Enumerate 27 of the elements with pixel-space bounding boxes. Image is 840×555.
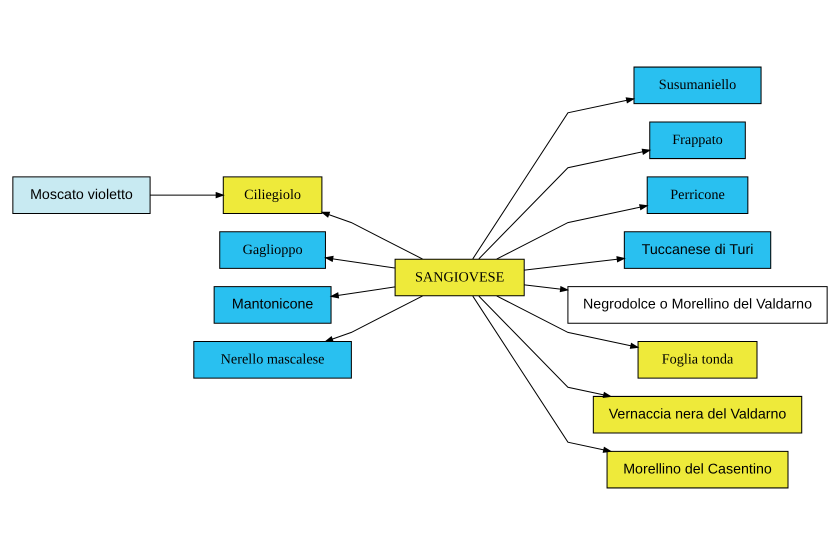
node-box: Foglia tonda xyxy=(638,341,758,379)
node-box: Moscato violetto xyxy=(12,176,151,214)
node-box: Mantonicone xyxy=(214,286,332,324)
arrow xyxy=(150,192,225,198)
arrow xyxy=(496,295,640,349)
arrow xyxy=(524,284,570,292)
node-box: Negrodolce o Morellino del Valdarno xyxy=(567,286,828,324)
arrow xyxy=(524,256,626,271)
node-box: Nerello mascalese xyxy=(193,341,352,379)
node-box: Frappato xyxy=(649,121,746,160)
node-box: Vernaccia nera del Valdarno xyxy=(592,396,802,434)
arrow xyxy=(324,256,395,269)
node-box: SANGIOVESE xyxy=(394,258,525,296)
arrow xyxy=(496,204,649,260)
arrow xyxy=(472,97,636,260)
node-box: Gaglioppo xyxy=(219,231,326,269)
node-box: Tuccanese di Turi xyxy=(624,231,772,269)
arrow xyxy=(478,148,652,260)
arrow xyxy=(478,296,612,398)
node-box: Ciliegiolo xyxy=(222,176,322,214)
arrow xyxy=(324,295,423,342)
arrow xyxy=(472,296,612,453)
node-box: Susumaniello xyxy=(633,66,762,104)
node-box: Perricone xyxy=(646,176,748,214)
arrow xyxy=(330,286,396,298)
arrow xyxy=(320,212,423,260)
node-box: Morellino del Casentino xyxy=(606,450,789,488)
